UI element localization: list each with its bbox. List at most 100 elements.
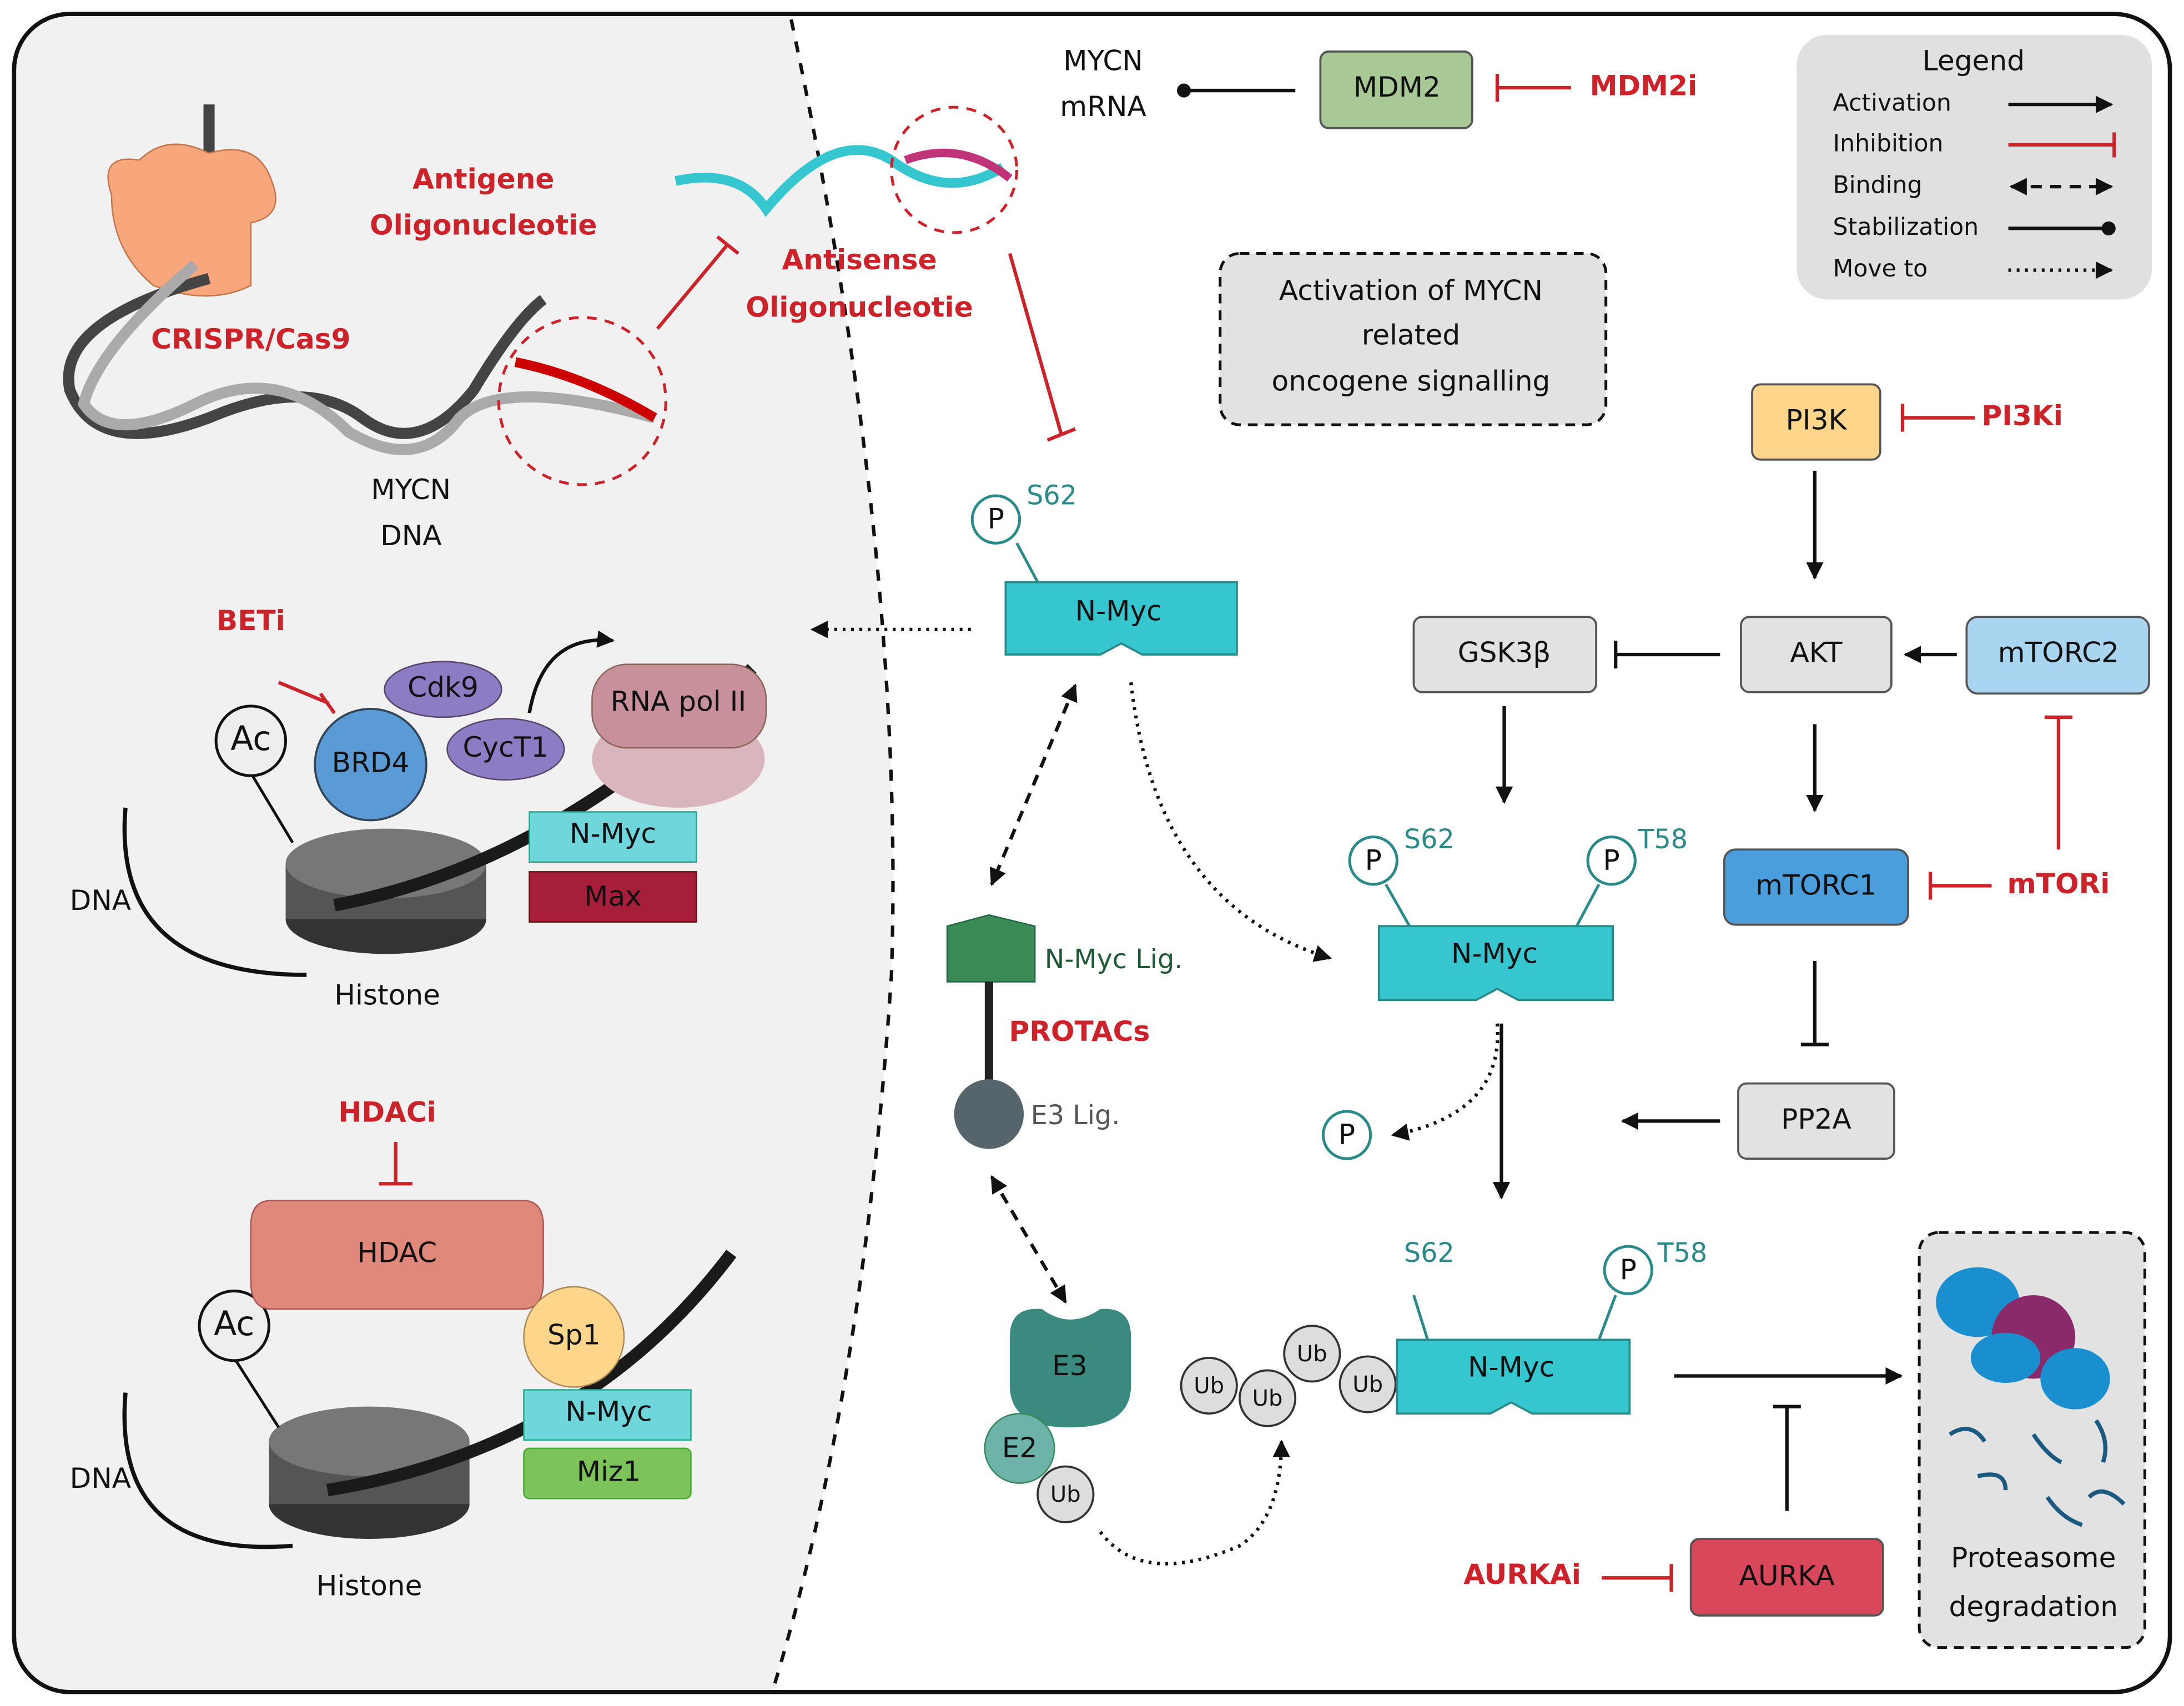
sp1 xyxy=(523,1286,625,1388)
inhibition-bar-icon xyxy=(2008,132,2116,158)
antigene-label-2: Oligonucleotie xyxy=(370,208,597,241)
pp2a-node xyxy=(1737,1082,1895,1160)
proteasome-label-2: degradation xyxy=(1949,1590,2118,1623)
nmyc-label-2: N-Myc xyxy=(1451,937,1538,969)
mycn-mrna-antisense xyxy=(675,105,1076,442)
p-label-2: P xyxy=(1365,843,1382,876)
max xyxy=(529,871,697,923)
t58-label-2: T58 xyxy=(1657,1238,1707,1269)
nmyc-label-3: N-Myc xyxy=(1468,1350,1554,1383)
cdk9 xyxy=(384,661,502,718)
ac-label: Ac xyxy=(230,719,271,758)
cyct1-label: CycT1 xyxy=(462,731,548,763)
e2 xyxy=(984,1412,1055,1484)
dna-label: DNA xyxy=(70,884,131,917)
hdac xyxy=(250,1200,544,1310)
s62-label-3: S62 xyxy=(1404,1238,1455,1269)
activation-note-3: oncogene signalling xyxy=(1272,364,1551,397)
mtorc1-node xyxy=(1723,848,1909,926)
legend-inhibition: Inhibition xyxy=(1833,129,1944,157)
beti-label: BETi xyxy=(217,604,285,637)
mdm2-node xyxy=(1319,50,1473,129)
antigene-label: Antigene xyxy=(412,163,554,195)
mycn-mrna-label-2: mRNA xyxy=(1060,90,1146,123)
cdk9-label: Cdk9 xyxy=(407,671,479,703)
ub-label-e2: Ub xyxy=(1050,1482,1081,1507)
sp1-label: Sp1 xyxy=(547,1318,601,1351)
hdac-label: HDAC xyxy=(357,1236,437,1269)
proteasome-label: Proteasome xyxy=(1951,1541,2116,1574)
legend: Legend Activation Inhibition Binding Sta… xyxy=(1796,34,2152,300)
e3-ligand xyxy=(954,1079,1024,1149)
p-label-4: P xyxy=(1338,1118,1355,1150)
legend-activation: Activation xyxy=(1833,89,1951,117)
histone-label-2: Histone xyxy=(316,1569,422,1602)
mycn-dna-label: MYCN xyxy=(371,473,451,506)
brd4 xyxy=(314,707,427,822)
gsk3b-label: GSK3β xyxy=(1458,636,1551,669)
acetyl-mark xyxy=(214,704,288,777)
proteasome xyxy=(1918,1231,2146,1649)
nmyc-nuclear xyxy=(529,811,697,863)
dna-label-2: DNA xyxy=(70,1462,131,1494)
brd4-label: BRD4 xyxy=(332,746,410,779)
legend-stabilization: Stabilization xyxy=(1833,213,1979,241)
nmyc-s62-t58 xyxy=(1348,836,1637,1002)
ub-label-2: Ub xyxy=(1252,1386,1283,1411)
antigene-oligo-strand xyxy=(514,357,657,422)
rna-pol-ii xyxy=(591,663,767,749)
nmyc-lig-label: N-Myc Lig. xyxy=(1045,944,1183,975)
bet-complex xyxy=(122,630,767,977)
mtorc1-label: mTORC1 xyxy=(1755,868,1876,901)
activation-note-2: related xyxy=(1362,319,1460,351)
hdac-complex xyxy=(122,1142,737,1549)
cyct1 xyxy=(446,718,565,781)
hdaci-label: HDACi xyxy=(338,1095,436,1128)
e3-ligase xyxy=(1009,1309,1131,1428)
mtorc2-label: mTORC2 xyxy=(1998,636,2119,669)
histone-label: Histone xyxy=(334,979,440,1011)
crispr-label: CRISPR/Cas9 xyxy=(151,323,350,355)
p-label-1: P xyxy=(988,502,1004,535)
p-label-3: P xyxy=(1603,843,1620,876)
nmyc-nuclear-label: N-Myc xyxy=(570,817,656,850)
ub-label-4: Ub xyxy=(1352,1372,1383,1397)
antisense-label: Antisense xyxy=(782,243,937,276)
max-label: Max xyxy=(584,880,642,913)
pi3k-label: PI3K xyxy=(1786,404,1848,436)
legend-title: Legend xyxy=(1923,44,2025,77)
e3-lig-label: E3 Lig. xyxy=(1031,1100,1120,1131)
mycn-mrna-label: MYCN xyxy=(1063,44,1143,77)
aurka-node xyxy=(1689,1538,1884,1617)
akt-node xyxy=(1740,616,1893,693)
pp2a-label: PP2A xyxy=(1781,1103,1851,1135)
s62-label-1: S62 xyxy=(1026,481,1077,511)
activation-note-1: Activation of MYCN xyxy=(1279,274,1543,306)
nmyc-ligand xyxy=(946,914,1036,983)
aurkai-label: AURKAi xyxy=(1463,1558,1581,1591)
t58-label-1: T58 xyxy=(1637,824,1688,855)
e2-label: E2 xyxy=(1002,1431,1038,1464)
cas9-protein xyxy=(107,143,276,297)
nmyc-label-1: N-Myc xyxy=(1075,594,1162,627)
miz1-label: Miz1 xyxy=(577,1455,641,1488)
p-label-5: P xyxy=(1620,1253,1637,1286)
nmyc-ubiquitinated xyxy=(1396,1245,1653,1415)
nmyc-nuclear-label-2: N-Myc xyxy=(565,1395,652,1428)
mdm2-label: MDM2 xyxy=(1353,71,1441,103)
crispr-dna-illustration xyxy=(63,104,739,486)
ub-label-1: Ub xyxy=(1194,1373,1224,1399)
gsk3b-node xyxy=(1412,616,1597,693)
mtori-label: mTORi xyxy=(2007,867,2110,900)
mdm2i-label: MDM2i xyxy=(1590,69,1698,102)
ac-label-2: Ac xyxy=(214,1305,254,1343)
nmyc-s62 xyxy=(970,494,1238,656)
legend-move-to: Move to xyxy=(1833,255,1928,283)
legend-binding: Binding xyxy=(1833,172,1923,199)
e3-label: E3 xyxy=(1052,1349,1088,1382)
activation-note-box xyxy=(1219,252,1608,426)
protacs-label: PROTACs xyxy=(1009,1015,1150,1048)
pi3k-node xyxy=(1751,383,1881,461)
